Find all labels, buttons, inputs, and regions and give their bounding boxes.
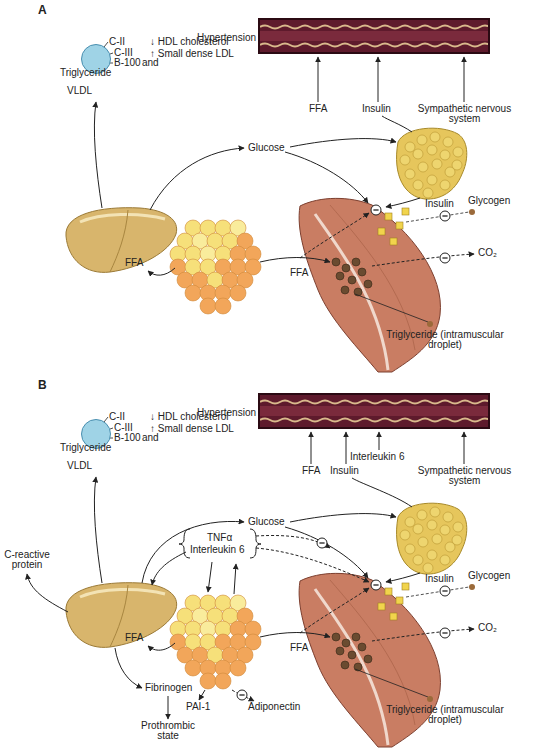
- text-label: C-III: [114, 423, 133, 433]
- text-label: FFA: [125, 258, 143, 268]
- text-label: TNFα: [207, 533, 232, 543]
- text-label: Adiponectin: [248, 702, 300, 712]
- text-label: Prothrombic state: [133, 721, 203, 741]
- text-label: Insulin: [362, 104, 391, 114]
- text-label: and: [142, 433, 159, 443]
- text-label: Glycogen: [468, 196, 510, 206]
- lipoprotein-particle: TriglycerideVLDL: [81, 44, 111, 74]
- vessel-wall-line: [260, 401, 488, 404]
- vessel-lumen: [260, 31, 488, 41]
- text-label: ↑ Small dense LDL: [150, 49, 234, 59]
- text-label: Insulin: [425, 574, 454, 584]
- vessel-wall-line: [260, 419, 488, 422]
- vessel-lumen: [260, 406, 488, 416]
- text-label: C-II: [109, 37, 125, 47]
- text-label: B-100: [114, 433, 141, 443]
- panel-a-illustration: [66, 42, 475, 372]
- text-label: ↓ HDL cholesterol: [150, 412, 229, 422]
- text-label: Interleukin 6: [350, 452, 404, 462]
- text-label: Glycogen: [468, 571, 510, 581]
- text-label: Insulin: [330, 466, 359, 476]
- bracket: [179, 529, 261, 558]
- text-label: C-III: [114, 48, 133, 58]
- text-label: Sympathetic nervous system: [412, 104, 517, 124]
- text-label: FFA: [290, 268, 308, 278]
- panel-letter: A: [38, 4, 47, 16]
- text-label: C-reactive protein: [2, 550, 52, 570]
- text-label: Insulin: [425, 199, 454, 209]
- panel-b-arrows: [27, 432, 464, 719]
- panel-letter: B: [38, 379, 47, 391]
- text-label: and: [142, 58, 159, 68]
- vessel-wall-line: [260, 44, 488, 47]
- text-label: Glucose: [248, 517, 285, 527]
- node-label: VLDL: [67, 461, 92, 471]
- node-label: Triglyceride: [60, 443, 111, 453]
- vessel-wall-line: [260, 26, 488, 29]
- text-label: Glucose: [248, 143, 285, 153]
- text-label: ↑ Small dense LDL: [150, 424, 234, 434]
- text-label: CO₂: [478, 248, 497, 258]
- blood-vessel: Hypertension: [258, 393, 490, 429]
- text-label: B-100: [114, 58, 141, 68]
- blood-vessel: Hypertension: [258, 18, 490, 54]
- text-label: Triglyceride (intramuscular droplet): [385, 705, 505, 725]
- node-label: VLDL: [67, 86, 92, 96]
- panel-a-arrows: [150, 57, 464, 210]
- text-label: Fibrinogen: [145, 683, 192, 693]
- text-label: FFA: [302, 466, 320, 476]
- node-label: Triglyceride: [60, 68, 111, 78]
- text-label: ↓ HDL cholesterol: [150, 37, 229, 47]
- text-label: FFA: [309, 104, 327, 114]
- text-label: FFA: [290, 643, 308, 653]
- text-label: PAI-1: [186, 702, 210, 712]
- inhibition-symbol: [317, 538, 327, 548]
- text-label: CO₂: [478, 623, 497, 633]
- vessel-wall: [260, 395, 488, 427]
- text-label: FFA: [125, 633, 143, 643]
- text-label: Sympathetic nervous system: [412, 466, 517, 486]
- panel-b-illustration: [66, 417, 475, 747]
- lipoprotein-particle: TriglycerideVLDL: [81, 419, 111, 449]
- inhibition-symbol: [237, 690, 247, 700]
- text-label: C-II: [109, 412, 125, 422]
- vessel-wall: [260, 20, 488, 52]
- text-label: Interleukin 6: [190, 545, 244, 555]
- text-label: Triglyceride (intramuscular droplet): [385, 330, 505, 350]
